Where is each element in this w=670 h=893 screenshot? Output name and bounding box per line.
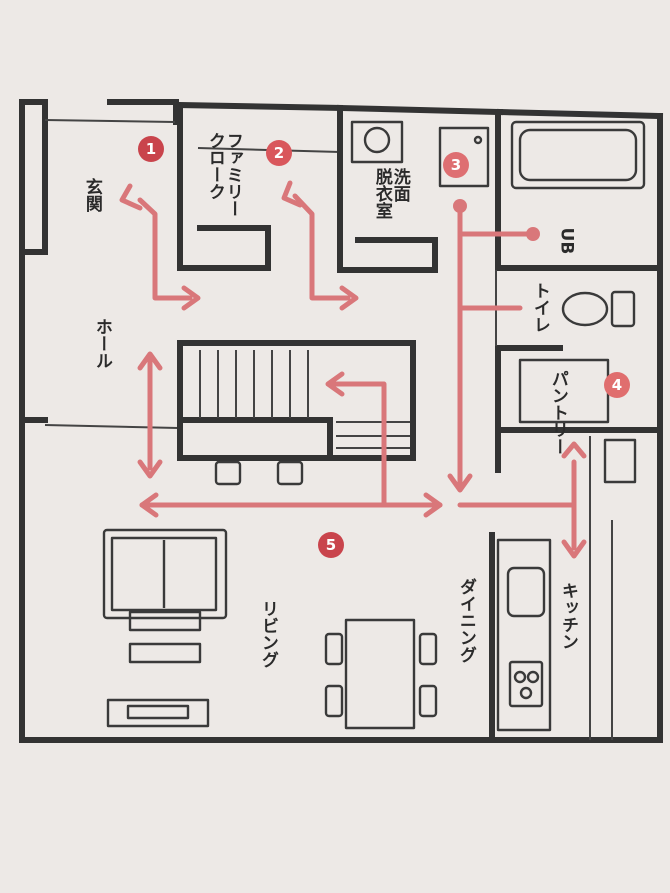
room-label-dining: ダイニング [455,578,476,663]
inner-walls [19,99,663,743]
room-label-family-cloak: ファミリー クローク [204,132,243,217]
route-marker-1: 1 [138,136,164,162]
route-marker-5: 5 [318,532,344,558]
room-label-pantry: パントリー [547,370,568,455]
route-marker-2: 2 [266,140,292,166]
circulation-routes [119,180,587,559]
room-label-bath: UB [556,227,577,255]
room-label-kitchen: キッチン [557,582,578,650]
room-label-toilet: トイレ [529,282,550,333]
room-label-hall: ホール [91,318,112,369]
route-marker-3: 3 [443,152,469,178]
room-label-washroom: 洗面 脱衣室 [371,168,410,219]
room-label-entrance: 玄関 [81,178,102,212]
room-label-living: リビング [257,600,278,668]
route-marker-4: 4 [604,372,630,398]
fixtures [102,120,646,732]
staircase [177,340,416,486]
